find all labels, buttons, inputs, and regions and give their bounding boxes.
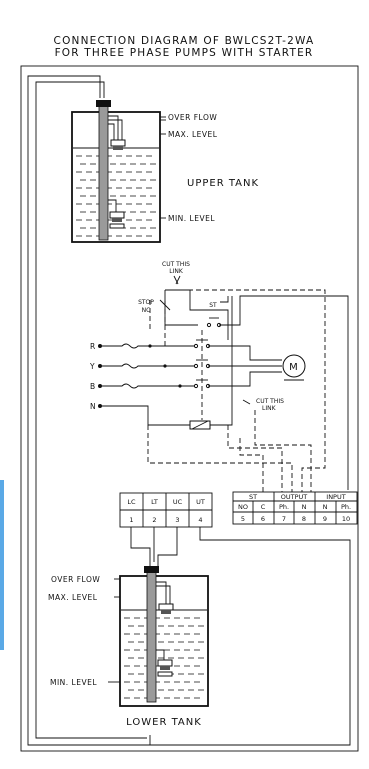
svg-text:CUT THIS: CUT THIS bbox=[256, 398, 284, 405]
svg-text:N: N bbox=[323, 503, 328, 511]
lower-max-level-label: MAX. LEVEL bbox=[48, 593, 98, 602]
svg-text:2: 2 bbox=[152, 516, 156, 524]
diagram-title-line1: CONNECTION DIAGRAM OF BWLCS2T-2WA bbox=[54, 35, 315, 47]
lower-min-level-label: MIN. LEVEL bbox=[50, 678, 97, 687]
lower-sensor-pipe bbox=[146, 569, 157, 703]
svg-text:NO: NO bbox=[238, 503, 248, 511]
stop-label: STOP bbox=[138, 299, 154, 306]
starter-circuit: CUT THIS LINK STOP NC ST R Y B N bbox=[89, 261, 349, 492]
svg-text:1: 1 bbox=[129, 516, 133, 524]
lower-tank bbox=[119, 566, 209, 707]
svg-text:5: 5 bbox=[241, 515, 245, 523]
svg-text:OUTPUT: OUTPUT bbox=[281, 493, 308, 501]
svg-text:10: 10 bbox=[342, 515, 350, 523]
svg-text:NC: NC bbox=[142, 307, 151, 314]
sensor-terminal-block: LC LT UC UT 1 2 3 4 bbox=[119, 492, 213, 528]
svg-text:B: B bbox=[90, 382, 96, 391]
upper-sensor-pipe bbox=[98, 103, 109, 241]
svg-text:7: 7 bbox=[282, 515, 286, 523]
upper-tank-label: UPPER TANK bbox=[187, 178, 259, 189]
svg-text:4: 4 bbox=[198, 516, 202, 524]
left-accent-bar bbox=[0, 480, 4, 650]
svg-text:CUT THIS: CUT THIS bbox=[162, 261, 190, 268]
lower-tank-label: LOWER TANK bbox=[126, 717, 202, 728]
svg-text:UT: UT bbox=[196, 498, 205, 506]
svg-text:ST: ST bbox=[249, 493, 257, 501]
svg-text:LINK: LINK bbox=[169, 268, 184, 275]
controller-terminal-block: ST OUTPUT INPUT NO C Ph. N N Ph. 5 6 7 8… bbox=[232, 491, 358, 525]
svg-text:LC: LC bbox=[127, 498, 136, 506]
lower-over-flow-label: OVER FLOW bbox=[51, 575, 100, 584]
svg-text:9: 9 bbox=[323, 515, 327, 523]
svg-text:N: N bbox=[302, 503, 307, 511]
svg-text:N: N bbox=[90, 402, 96, 411]
st-label: ST bbox=[209, 302, 217, 309]
svg-text:Ph.: Ph. bbox=[279, 503, 289, 511]
diagram-title-line2: FOR THREE PHASE PUMPS WITH STARTER bbox=[55, 47, 314, 59]
svg-text:Y: Y bbox=[89, 362, 95, 371]
svg-text:UC: UC bbox=[173, 498, 183, 506]
upper-max-level-label: MAX. LEVEL bbox=[168, 130, 218, 139]
svg-text:6: 6 bbox=[261, 515, 265, 523]
upper-over-flow-label: OVER FLOW bbox=[168, 113, 217, 122]
upper-min-level-label: MIN. LEVEL bbox=[168, 214, 215, 223]
svg-text:R: R bbox=[90, 342, 96, 351]
motor-symbol bbox=[282, 354, 306, 378]
svg-text:8: 8 bbox=[302, 515, 306, 523]
svg-text:3: 3 bbox=[175, 516, 179, 524]
svg-text:INPUT: INPUT bbox=[326, 493, 345, 501]
svg-text:LT: LT bbox=[151, 498, 158, 506]
svg-text:Ph.: Ph. bbox=[341, 503, 351, 511]
svg-text:LINK: LINK bbox=[262, 405, 277, 412]
svg-text:C: C bbox=[261, 503, 266, 511]
upper-tank-wire-inner bbox=[35, 81, 147, 739]
outer-frame bbox=[20, 65, 359, 752]
motor-label: M bbox=[289, 362, 299, 373]
upper-tank bbox=[71, 100, 161, 243]
upper-tank-wire-outer bbox=[27, 75, 151, 746]
